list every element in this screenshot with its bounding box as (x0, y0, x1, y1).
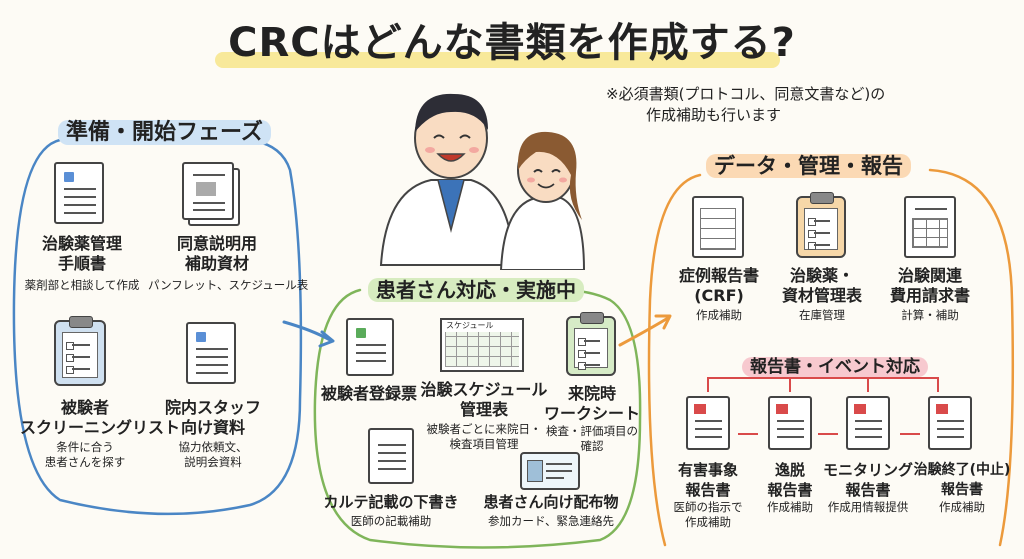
prep-item-3-label: 被験者スクリーニングリスト (20, 398, 181, 437)
patient-item-5-label: 患者さん向け配布物 (483, 493, 619, 511)
document-icon (346, 318, 394, 376)
report-document-icon (846, 396, 890, 450)
prep-item-4-sub: 協力依頼文、説明会資料 (178, 440, 248, 469)
data-frame (647, 168, 1015, 547)
note-line-1: ※必須書類(プロトコル、同意文書など)の (606, 85, 886, 103)
document-icon (54, 162, 104, 224)
schedule-table-caption: スケジュール (446, 321, 494, 330)
report-item-2-label: 逸脱報告書 (767, 461, 813, 499)
patient-item-2-label: 治験スケジュール管理表 (420, 380, 548, 419)
note-line-2: 作成補助も行います (646, 106, 782, 124)
patient-heading: 患者さん対応・実施中 (368, 274, 584, 303)
id-card-icon (520, 452, 580, 490)
prep-heading: 準備・開始フェーズ (58, 114, 271, 146)
prep-item-1-label: 治験薬管理手順書 (41, 234, 122, 273)
data-item-2-label: 治験薬・資材管理表 (781, 266, 862, 305)
prep-item-3-sub: 条件に合う患者さんを探す (44, 440, 126, 469)
patient-item-3-sub: 検査・評価項目の確認 (546, 424, 638, 453)
staff-illustration (379, 93, 586, 270)
data-item-1-label: 症例報告書(CRF) (678, 266, 759, 305)
patient-item-4-sub: 医師の記載補助 (350, 514, 432, 528)
clipboard-checklist-icon (54, 316, 106, 386)
title-highlight (215, 52, 780, 68)
patient-frame (313, 288, 642, 549)
arrow-prep-to-patient (282, 320, 332, 342)
document-icon (186, 322, 236, 384)
patient-item-1-label: 被験者登録票 (320, 384, 417, 403)
form-document-icon (904, 196, 956, 258)
report-item-3-sub: 作成用情報提供 (827, 500, 909, 514)
data-item-1-sub: 作成補助 (696, 308, 742, 322)
patient-item-4-label: カルテ記載の下書き (323, 493, 459, 511)
male-staff-icon (379, 93, 516, 266)
data-heading: データ・管理・報告 (706, 150, 911, 180)
report-document-icon (686, 396, 730, 450)
clipboard-checklist-icon (796, 192, 846, 258)
prep-item-2-sub: パンフレット、スケジュール表 (148, 278, 309, 292)
document-icon (368, 428, 414, 484)
clipboard-checklist-icon (566, 312, 616, 376)
patient-item-3-label: 来院時ワークシート (543, 384, 640, 423)
report-document-icon (928, 396, 972, 450)
note: ※必須書類(プロトコル、同意文書など)の 作成補助も行います (606, 84, 885, 126)
prep-item-2-label: 同意説明用補助資材 (176, 234, 257, 273)
prep-frame (12, 138, 303, 516)
data-item-2-sub: 在庫管理 (799, 308, 845, 322)
document-stack-icon (182, 162, 234, 220)
page-title: CRCはどんな書類を作成する? (228, 20, 796, 66)
report-item-4-label: 治験終了(中止)報告書 (913, 462, 1011, 498)
schedule-table-icon: スケジュール (440, 318, 524, 372)
prep-item-1-sub: 薬剤部と相談して作成 (24, 278, 140, 292)
report-item-4-sub: 作成補助 (939, 500, 985, 514)
data-item-3-sub: 計算・補助 (901, 308, 959, 322)
report-heading: 報告書・イベント対応 (742, 352, 928, 377)
report-item-1-label: 有害事象報告書 (677, 461, 738, 499)
data-item-3-label: 治験関連費用請求書 (889, 266, 970, 305)
report-item-3-label: モニタリング報告書 (822, 461, 913, 499)
report-item-2-sub: 作成補助 (767, 500, 813, 514)
patient-item-5-sub: 参加カード、緊急連絡先 (487, 514, 615, 528)
report-connector (707, 377, 939, 392)
report-item-1-sub: 医師の指示で作成補助 (673, 500, 743, 529)
form-document-icon (692, 196, 744, 258)
patient-item-2-sub: 被験者ごとに来院日・検査項目管理 (426, 422, 542, 451)
arrow-patient-to-data (618, 316, 670, 347)
prep-item-4-label: 院内スタッフ向け資料 (164, 398, 261, 437)
female-staff-icon (499, 131, 586, 270)
report-document-icon (768, 396, 812, 450)
